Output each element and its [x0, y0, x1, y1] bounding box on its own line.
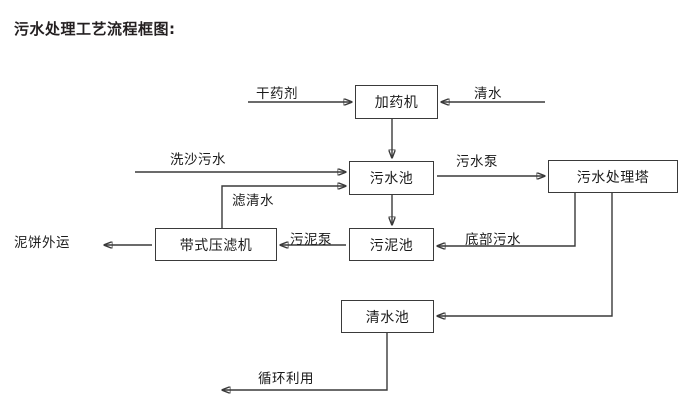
edge-label-recycling: 循环利用	[258, 371, 314, 387]
node-clear-water-pool[interactable]: 清水池	[341, 300, 434, 333]
edge-label-clean-water: 清水	[474, 86, 502, 102]
node-label: 清水池	[365, 309, 410, 326]
page-title: 污水处理工艺流程框图:	[14, 20, 176, 38]
edge-label-dry-reagent: 干药剂	[256, 86, 298, 102]
wire-tower-to-clear-pool	[437, 193, 613, 316]
edge-label-sludge-pump: 污泥泵	[290, 232, 332, 248]
node-label: 污水处理塔	[576, 169, 650, 186]
edge-label-mud-cake-transport: 泥饼外运	[14, 235, 70, 251]
edge-label-sewage-pump: 污水泵	[456, 154, 498, 170]
node-dosing-machine[interactable]: 加药机	[355, 85, 438, 119]
node-label: 污泥池	[369, 237, 414, 254]
node-label: 加药机	[374, 95, 419, 111]
node-label: 带式压滤机	[179, 237, 253, 254]
edge-label-bottom-sewage: 底部污水	[465, 232, 521, 248]
node-label: 污水池	[369, 171, 414, 187]
node-sludge-pool[interactable]: 污泥池	[349, 228, 434, 261]
edge-label-sand-washing-wastewater: 洗沙污水	[170, 152, 226, 168]
node-sewage-pool[interactable]: 污水池	[349, 161, 434, 195]
node-treatment-tower[interactable]: 污水处理塔	[548, 160, 678, 193]
node-belt-filter-press[interactable]: 带式压滤机	[155, 228, 277, 261]
edge-label-filtered-water: 滤清水	[232, 193, 274, 209]
